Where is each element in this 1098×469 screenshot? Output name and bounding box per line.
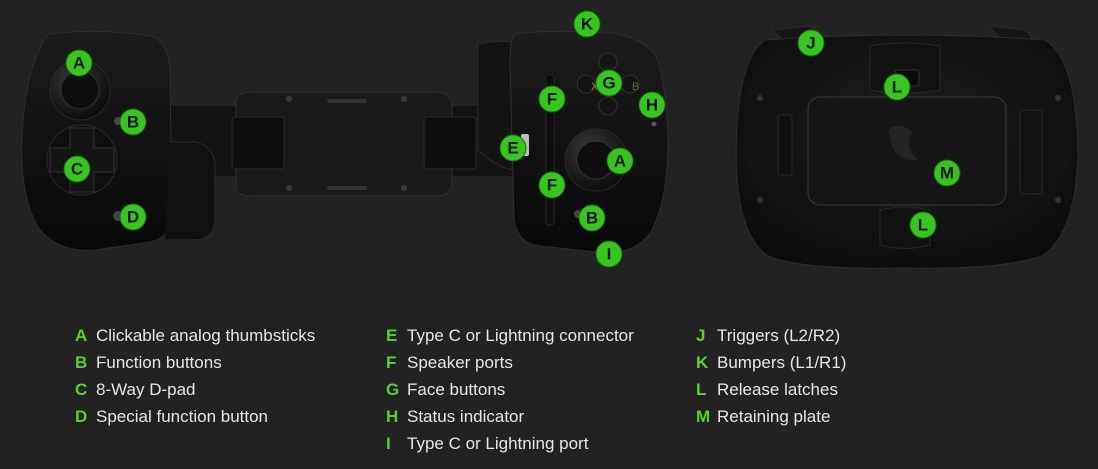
legend-text: Face buttons [407,380,506,399]
legend-column-3: J Triggers (L2/R2) K Bumpers (L1/R1) L Rele… [696,322,846,430]
callout-e: E [499,134,527,162]
legend-item: L Release latches [696,376,846,403]
svg-text:C: C [71,160,83,179]
legend-letter: A [75,326,88,345]
svg-text:E: E [507,139,518,158]
legend-text: Speaker ports [407,353,513,372]
legend-text: Type C or Lightning connector [407,326,634,345]
svg-text:K: K [581,15,594,34]
callout-h: H [638,91,666,119]
legend-column-2: E Type C or Lightning connector F Speaker … [386,322,634,457]
svg-text:I: I [607,245,612,264]
legend-letter: H [386,407,399,426]
legend-letter: G [386,380,400,399]
callout-l-bottom: L [909,211,937,239]
legend-text: Retaining plate [717,407,831,426]
legend-text: Function buttons [96,353,222,372]
controller-back [735,25,1079,269]
callout-d-left: D [119,203,147,231]
legend-item: M Retaining plate [696,403,846,430]
legend-text: Release latches [717,380,838,399]
legend-item: A Clickable analog thumbsticks [75,322,315,349]
legend-item: J Triggers (L2/R2) [696,322,846,349]
legend-item: G Face buttons [386,376,634,403]
svg-text:A: A [73,54,85,73]
controller-diagram: X B A B C D K G F H E A F B I J L M L [21,10,1079,269]
legend-item: C 8-Way D-pad [75,376,315,403]
callout-l-top: L [883,73,911,101]
telescoping-bridge [151,91,523,197]
legend-text: Bumpers (L1/R1) [717,353,847,372]
legend-item: H Status indicator [386,403,634,430]
svg-text:F: F [547,90,557,109]
callout-k: K [573,10,601,38]
legend-text: Triggers (L2/R2) [717,326,841,345]
left-grip [21,30,216,251]
legend-item: E Type C or Lightning connector [386,322,634,349]
svg-text:D: D [127,208,139,227]
svg-text:M: M [940,164,954,183]
callout-i: I [595,240,623,268]
legend-item: I Type C or Lightning port [386,430,634,457]
callout-m: M [933,159,961,187]
legend-item: K Bumpers (L1/R1) [696,349,846,376]
callout-g: G [595,69,623,97]
callout-a-left: A [65,49,93,77]
callout-c-left: C [63,155,91,183]
legend-item: F Speaker ports [386,349,634,376]
legend-text: Status indicator [407,407,525,426]
svg-text:J: J [806,34,815,53]
svg-text:F: F [547,176,557,195]
svg-text:B: B [127,113,139,132]
legend-text: Type C or Lightning port [407,434,589,453]
svg-text:A: A [614,152,626,171]
svg-text:L: L [918,216,928,235]
svg-text:L: L [892,78,902,97]
svg-text:B: B [586,209,598,228]
legend-item: D Special function button [75,403,315,430]
legend-letter: B [75,353,88,372]
b-button-glyph: B [632,81,639,93]
callout-b-right: B [578,204,606,232]
legend-letter: C [75,380,88,399]
legend-text: Special function button [96,407,269,426]
controller-front: X B [21,30,669,254]
legend-letter: D [75,407,88,426]
legend-item: B Function buttons [75,349,315,376]
legend-text: 8-Way D-pad [96,380,196,399]
callout-b-left: B [119,108,147,136]
legend-letter: M [696,407,711,426]
x-button-glyph: X [591,81,599,93]
callout-a-right: A [606,147,634,175]
legend-text: Clickable analog thumbsticks [96,326,316,345]
callout-f-top: F [538,85,566,113]
callout-f-bottom: F [538,171,566,199]
legend-letter: I [386,434,391,453]
callout-j: J [797,29,825,57]
legend-letter: E [386,326,398,345]
legend-letter: F [386,353,397,372]
legend-column-1: A Clickable analog thumbsticks B Function … [75,322,315,430]
legend-letter: K [696,353,709,372]
svg-text:H: H [646,96,658,115]
legend-letter: J [696,326,706,345]
svg-text:G: G [602,74,615,93]
legend-letter: L [696,380,707,399]
